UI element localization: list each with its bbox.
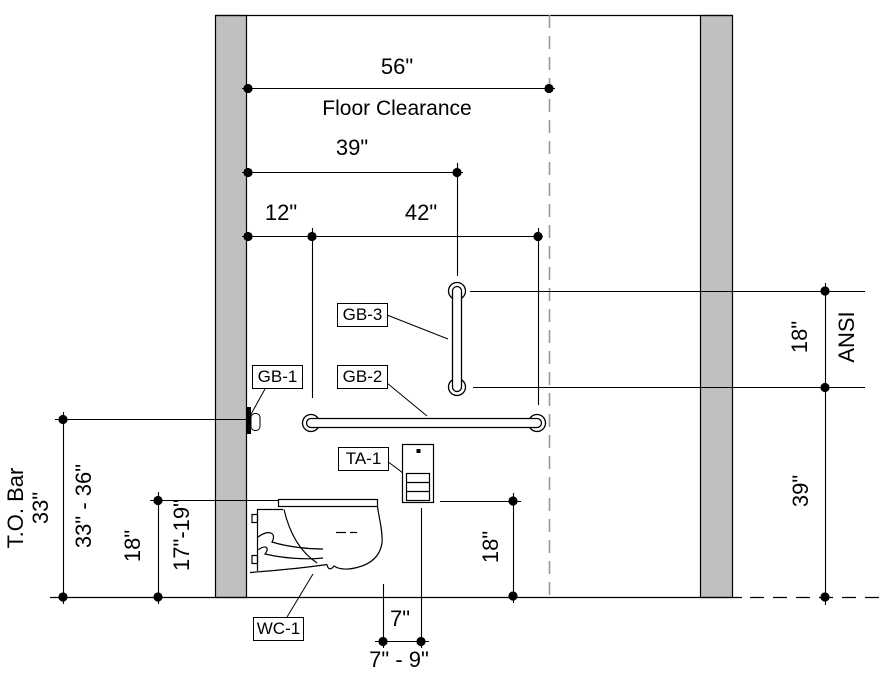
gb2-leader <box>386 382 428 417</box>
tag-gb3: GB-3 <box>337 303 388 327</box>
dim-dispenser-offset-range: 7" - 9" <box>369 647 429 672</box>
dim-vertical-bar-length: 18" <box>787 320 812 354</box>
dim-floor-clearance-value: 56" <box>380 54 414 79</box>
grab-bar-vertical <box>447 281 467 397</box>
dim-top-of-bar-value: 33" <box>28 491 53 525</box>
dim-top-of-bar-label: T.O. Bar <box>3 467 28 549</box>
right-wall <box>699 14 734 599</box>
left-wall <box>214 14 248 599</box>
tag-gb2: GB-2 <box>337 365 388 389</box>
tag-gb1: GB-1 <box>252 365 303 389</box>
dim-dispenser-offset: 7" <box>389 606 411 631</box>
dim-floor-clearance-caption: Floor Clearance <box>322 97 472 120</box>
wc1-leader <box>286 573 314 618</box>
walls <box>214 14 734 599</box>
dim-seat-height: 18" <box>120 529 145 563</box>
tag-wc1: WC-1 <box>253 617 304 641</box>
toilet <box>249 498 383 574</box>
grab-bar-side-view <box>246 407 261 434</box>
dim-side-offset: 12" <box>264 200 298 225</box>
gb3-leader <box>386 314 449 340</box>
dim-bar-length: 42" <box>404 200 438 225</box>
dim-dispenser-height: 18" <box>478 530 503 564</box>
tag-ta1: TA-1 <box>338 447 389 471</box>
gb1-leader <box>249 388 266 417</box>
dimension-dots <box>58 83 830 647</box>
grab-bar-horizontal <box>301 413 547 433</box>
dimension-lines <box>55 87 865 648</box>
leader-lines <box>249 314 449 618</box>
ansi-label: ANSI <box>834 311 859 363</box>
dim-top-of-bar: T.O. Bar 33" <box>3 468 53 549</box>
paper-dispenser <box>401 443 435 504</box>
dim-seat-height-range: 17"-19" <box>169 499 194 571</box>
ta1-leader <box>386 460 404 474</box>
dim-vertical-bar-height: 39" <box>788 474 813 508</box>
dim-rear-bar-offset: 39" <box>335 135 369 160</box>
dim-bar-height-range: 33" - 36" <box>71 463 96 549</box>
